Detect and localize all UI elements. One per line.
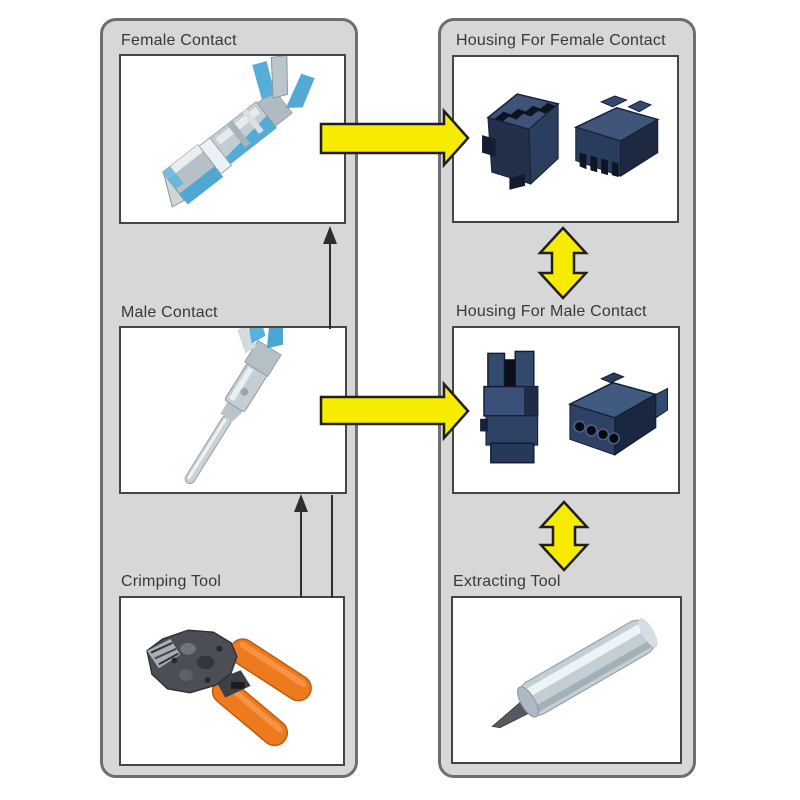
lower-handle: [211, 677, 289, 747]
female-contact-photo: [161, 56, 315, 208]
female-housing-right: [573, 95, 660, 178]
crimping-tool-image-box: [119, 596, 345, 766]
female-housing-label: Housing For Female Contact: [456, 32, 666, 49]
male-contact-label: Male Contact: [121, 304, 218, 321]
male-housing-label: Housing For Male Contact: [456, 303, 647, 320]
male-housing-image-box: [452, 326, 680, 494]
male-contact-image-box: [119, 326, 347, 494]
male-housing-photo: [480, 350, 669, 464]
female-contact-label: Female Contact: [121, 32, 237, 49]
extracting-tool-image-box: [451, 596, 682, 764]
extracting-tool-photo: [491, 617, 658, 729]
male-contact-photo: [184, 328, 284, 485]
crimping-tool-photo: [146, 629, 312, 747]
male-housing-left: [480, 350, 539, 464]
female-housing-left: [482, 93, 560, 190]
crimping-tool-label: Crimping Tool: [121, 573, 222, 590]
female-contact-image-box: [119, 54, 346, 224]
female-housing-photo: [482, 93, 660, 190]
male-housing-right: [567, 372, 669, 456]
extracting-tool-label: Extracting Tool: [453, 573, 561, 590]
female-housing-image-box: [452, 55, 679, 223]
